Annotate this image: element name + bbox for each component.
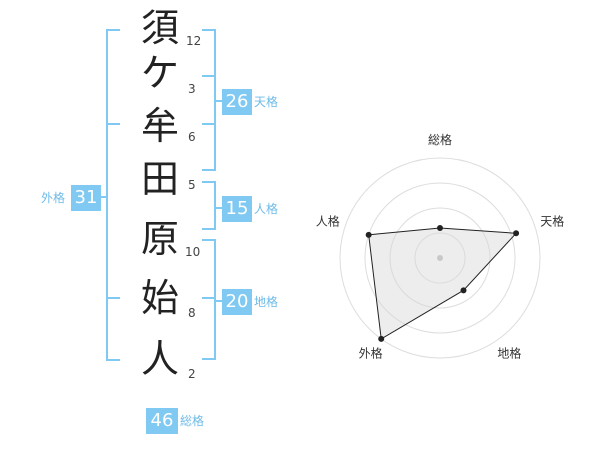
- tenkaku-bracket-tick: [202, 75, 216, 77]
- jinkaku-connector: [216, 207, 222, 209]
- radar-area: [368, 227, 518, 340]
- name-char: 田: [140, 157, 179, 201]
- tenkaku-connector: [216, 100, 222, 102]
- tenkaku-bracket-tick: [202, 123, 216, 125]
- stroke-count: 10: [185, 245, 201, 259]
- gaikaku-bracket-tick: [106, 297, 120, 299]
- radar-axis-label: 人格: [316, 214, 340, 229]
- name-char: 原: [140, 217, 179, 261]
- radar-axis-label: 外格: [359, 345, 383, 360]
- name-char: 須: [140, 6, 179, 50]
- gaikaku-bracket: [106, 29, 120, 361]
- radar-axis-label: 総格: [428, 132, 452, 147]
- tenkaku-bracket: [202, 29, 216, 171]
- gaikaku-badge: 31: [71, 185, 101, 211]
- jinkaku-bracket: [202, 181, 216, 230]
- radar-point: [513, 230, 520, 237]
- gaikaku-label: 外格: [41, 191, 66, 205]
- chikaku-badge: 20: [222, 289, 252, 315]
- gaikaku-bracket-tick: [106, 123, 120, 125]
- gaikaku-connector: [98, 196, 106, 198]
- stroke-count: 5: [188, 178, 196, 192]
- soukaku-label: 総格: [180, 414, 205, 428]
- stroke-count: 2: [188, 367, 196, 381]
- jinkaku-badge: 15: [222, 196, 252, 222]
- chikaku-bracket: [202, 239, 216, 360]
- stroke-count: 6: [188, 130, 196, 144]
- radar-axis-label: 地格: [497, 345, 521, 360]
- stroke-count: 8: [188, 306, 196, 320]
- chikaku-bracket-tick: [202, 297, 216, 299]
- radar-point: [378, 335, 385, 342]
- radar-axis-label: 天格: [540, 214, 564, 229]
- stroke-count: 3: [188, 82, 196, 96]
- name-char: 牟: [140, 104, 179, 148]
- name-char: 人: [140, 337, 179, 381]
- radar-center: [437, 255, 443, 261]
- radar-point: [437, 225, 443, 231]
- jinkaku-label: 人格: [254, 202, 279, 216]
- chikaku-connector: [216, 300, 222, 302]
- radar-point: [365, 231, 372, 238]
- stroke-count: 12: [186, 34, 202, 48]
- tenkaku-label: 天格: [254, 95, 279, 109]
- radar-point: [460, 287, 467, 294]
- name-char: 始: [140, 276, 179, 320]
- name-char: ケ: [140, 51, 179, 95]
- chikaku-label: 地格: [254, 295, 279, 309]
- soukaku-badge: 46: [146, 408, 178, 434]
- tenkaku-badge: 26: [222, 89, 252, 115]
